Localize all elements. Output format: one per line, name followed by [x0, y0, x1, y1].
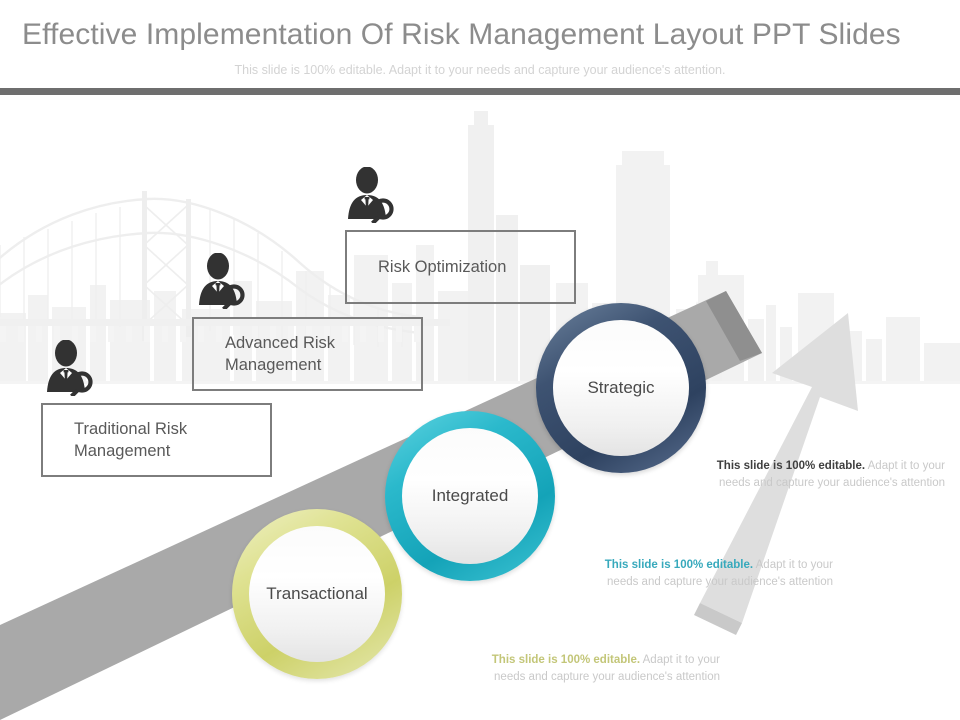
- stage-box-traditional[interactable]: Traditional Risk Management: [41, 403, 272, 477]
- circle-label: Transactional: [266, 584, 368, 603]
- annotation-rest: Adapt it to your needs and capture your …: [494, 654, 720, 683]
- annotation-integrated: This slide is 100% editable. Adapt it to…: [585, 557, 833, 590]
- header-divider: [0, 88, 960, 95]
- annotation-strategic: This slide is 100% editable. Adapt it to…: [697, 458, 945, 491]
- businessperson-search-icon: [44, 339, 96, 398]
- slide-header: Effective Implementation Of Risk Managem…: [0, 0, 960, 96]
- circle-strategic[interactable]: Strategic: [536, 303, 706, 473]
- annotation-lead: This slide is 100% editable.: [716, 460, 866, 472]
- circle-label: Integrated: [431, 486, 509, 505]
- page-subtitle: This slide is 100% editable. Adapt it to…: [234, 63, 726, 77]
- annotation-rest: Adapt it to your needs and capture your …: [719, 460, 945, 489]
- stage-box-label: Advanced Risk Management: [225, 333, 336, 374]
- stage-box-risk-optimization[interactable]: Risk Optimization: [345, 230, 576, 304]
- annotation-rest: Adapt it to your needs and capture your …: [607, 559, 833, 588]
- annotation-lead: This slide is 100% editable.: [491, 654, 641, 666]
- businessperson-search-icon: [196, 252, 248, 311]
- stage-box-label: Traditional Risk Management: [74, 419, 188, 460]
- page-title: Effective Implementation Of Risk Managem…: [22, 18, 901, 51]
- circle-label: Strategic: [587, 378, 655, 397]
- businessperson-search-icon: [345, 166, 397, 225]
- stage-box-advanced[interactable]: Advanced Risk Management: [192, 317, 423, 391]
- circle-integrated[interactable]: Integrated: [385, 411, 555, 581]
- annotation-lead: This slide is 100% editable.: [604, 559, 754, 571]
- stage-box-label: Risk Optimization: [378, 257, 507, 276]
- annotation-transactional: This slide is 100% editable. Adapt it to…: [472, 652, 720, 685]
- circle-inner: Integrated: [402, 428, 538, 564]
- circle-inner: Transactional: [249, 526, 385, 662]
- circle-inner: Strategic: [553, 320, 689, 456]
- circle-transactional[interactable]: Transactional: [232, 509, 402, 679]
